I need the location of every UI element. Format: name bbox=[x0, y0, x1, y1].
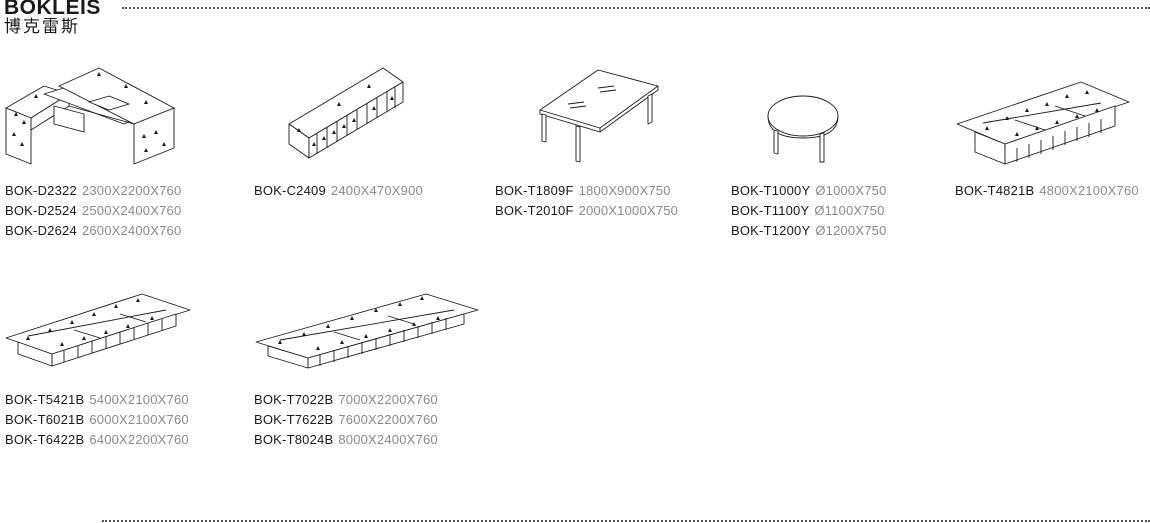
model-code: BOK-D2524 bbox=[5, 203, 77, 218]
product-conference-table-t7022b bbox=[254, 292, 480, 370]
model-dimensions: Ø1200X750 bbox=[815, 223, 887, 238]
model-code: BOK-T4821B bbox=[955, 183, 1035, 198]
model-dimensions: 8000X2400X760 bbox=[338, 432, 438, 447]
model-list-glass-table: BOK-T1809F 1800X900X750 BOK-T2010F 2000X10… bbox=[495, 181, 678, 221]
model-row: BOK-T1100Y Ø1100X750 bbox=[731, 201, 887, 221]
brand-name: BOKLEIS bbox=[4, 0, 101, 19]
header-divider bbox=[122, 7, 1150, 9]
long-conference-table-icon bbox=[255, 293, 479, 369]
model-row: BOK-T6021B 6000X2100X760 bbox=[5, 410, 189, 430]
model-dimensions: Ø1100X750 bbox=[814, 203, 885, 218]
model-code: BOK-C2409 bbox=[254, 183, 326, 198]
executive-desk-icon bbox=[5, 67, 175, 165]
product-conference-table-t5421b bbox=[4, 292, 192, 368]
round-table-icon bbox=[767, 95, 839, 163]
model-dimensions: 6000X2100X760 bbox=[89, 412, 189, 427]
model-code: BOK-T7022B bbox=[254, 392, 334, 407]
model-code: BOK-T2010F bbox=[495, 203, 574, 218]
product-conference-table-t4821b bbox=[955, 80, 1131, 170]
model-dimensions: 5400X2100X760 bbox=[89, 392, 189, 407]
model-dimensions: 7600X2200X760 bbox=[338, 412, 438, 427]
model-dimensions: 2500X2400X760 bbox=[81, 203, 182, 218]
model-code: BOK-T5421B bbox=[5, 392, 85, 407]
model-row: BOK-T4821B 4800X2100X760 bbox=[955, 181, 1150, 201]
product-round-table bbox=[766, 94, 840, 164]
model-row: BOK-T8024B 8000X2400X760 bbox=[254, 430, 438, 450]
model-code: BOK-T6021B bbox=[5, 412, 85, 427]
model-list-conference-table-t7022b: BOK-T7022B 7000X2200X760 BOK-T7622B 7600X2… bbox=[254, 390, 438, 450]
model-row: BOK-T7022B 7000X2200X760 bbox=[254, 390, 438, 410]
model-row: BOK-D2322 2300X2200X760 bbox=[5, 181, 181, 201]
cabinet-icon bbox=[288, 67, 404, 159]
model-row: BOK-D2524 2500X2400X760 bbox=[5, 201, 181, 221]
model-row: BOK-T5421B 5400X2100X760 bbox=[5, 390, 189, 410]
model-list-executive-desk: BOK-D2322 2300X2200X760 BOK-D2524 2500X240… bbox=[5, 181, 181, 241]
model-code: BOK-T7622B bbox=[254, 412, 334, 427]
brand-logo: BOKLEIS 博克雷斯 bbox=[4, 0, 101, 36]
model-dimensions: 2600X2400X760 bbox=[81, 223, 182, 238]
product-executive-desk bbox=[4, 66, 176, 166]
model-list-cabinet: BOK-C2409 2400X470X900 bbox=[254, 181, 423, 201]
conference-table-icon bbox=[5, 293, 191, 367]
model-code: BOK-T1809F bbox=[495, 183, 574, 198]
model-code: BOK-D2322 bbox=[5, 183, 77, 198]
model-row: BOK-T1200Y Ø1200X750 bbox=[731, 221, 887, 241]
brand-name-chinese: 博克雷斯 bbox=[4, 17, 80, 37]
model-dimensions: 2000X1000X750 bbox=[578, 203, 679, 218]
model-row: BOK-C2409 2400X470X900 bbox=[254, 181, 423, 201]
model-row: BOK-T1809F 1800X900X750 bbox=[495, 181, 678, 201]
model-code: BOK-T8024B bbox=[254, 432, 334, 447]
model-row: BOK-T1000Y Ø1000X750 bbox=[731, 181, 887, 201]
product-cabinet bbox=[287, 66, 405, 160]
model-list-conference-table-t4821b: BOK-T4821B 4800X2100X760 bbox=[955, 181, 1150, 201]
model-code: BOK-T1000Y bbox=[731, 183, 811, 198]
rectangular-glass-table-icon bbox=[539, 69, 659, 163]
footer-divider bbox=[102, 520, 1150, 522]
product-glass-table bbox=[538, 66, 660, 164]
model-row: BOK-T2010F 2000X1000X750 bbox=[495, 201, 678, 221]
model-row: BOK-T6422B 6400X2200X760 bbox=[5, 430, 189, 450]
model-code: BOK-T1100Y bbox=[731, 203, 810, 218]
model-dimensions: 2300X2200X760 bbox=[81, 183, 182, 198]
model-code: BOK-T6422B bbox=[5, 432, 85, 447]
model-row: BOK-T7622B 7600X2200X760 bbox=[254, 410, 438, 430]
model-code: BOK-T1200Y bbox=[731, 223, 811, 238]
model-list-conference-table-t5421b: BOK-T5421B 5400X2100X760 BOK-T6021B 6000X2… bbox=[5, 390, 189, 450]
model-dimensions: Ø1000X750 bbox=[815, 183, 887, 198]
conference-table-icon bbox=[956, 81, 1130, 165]
model-dimensions: 6400X2200X760 bbox=[89, 432, 189, 447]
model-code: BOK-D2624 bbox=[5, 223, 77, 238]
model-row: BOK-D2624 2600X2400X760 bbox=[5, 221, 181, 241]
model-dimensions: 1800X900X750 bbox=[578, 183, 671, 198]
model-dimensions: 2400X470X900 bbox=[330, 183, 423, 198]
model-dimensions: 4800X2100X760 bbox=[1039, 183, 1139, 198]
model-dimensions: 7000X2200X760 bbox=[338, 392, 438, 407]
